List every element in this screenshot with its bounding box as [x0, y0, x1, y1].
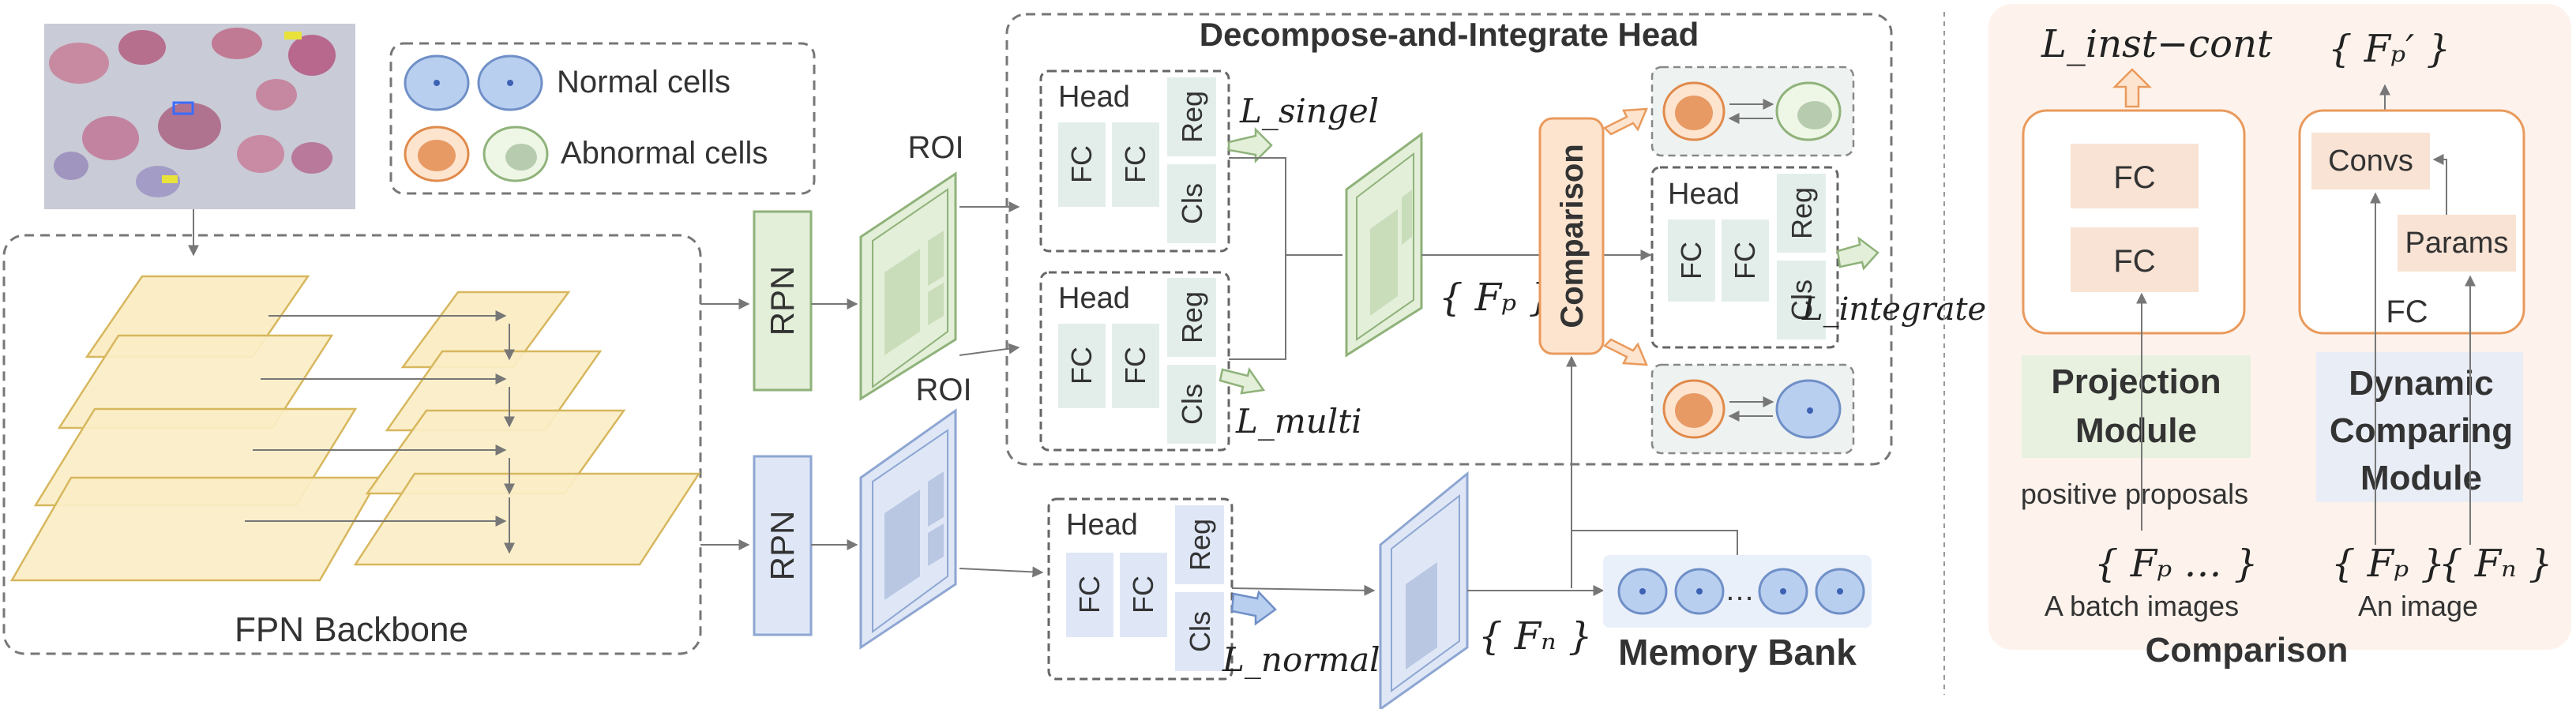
projection-module-line1: Projection [2051, 362, 2221, 401]
microscopy-image [44, 24, 355, 209]
head-integrate-fc2: FC [1729, 242, 1761, 279]
convs-label: Convs [2328, 144, 2413, 178]
head-single: Head FC FC Reg Cls [1039, 69, 1230, 253]
head-integrate-cls: Cls [1786, 279, 1818, 321]
head-integrate-title: Head [1668, 178, 1740, 211]
rpn-top: RPN [753, 210, 813, 392]
batch-caption: A batch images [2045, 590, 2239, 622]
dynamic-module-line3: Module [2360, 459, 2482, 497]
rpn-bottom: RPN [753, 455, 813, 636]
roi-bottom-feature [859, 408, 957, 650]
roi-bottom-label: ROI [915, 373, 971, 407]
dynamic-module-line1: Dynamic [2349, 364, 2493, 403]
dynamic-fc-label: FC [2386, 294, 2428, 329]
fpn-backbone: FPN Backbone [2, 234, 702, 655]
compare-arrow-up [1602, 107, 1648, 136]
head-integrate-fc1: FC [1675, 242, 1707, 279]
head-single-fc2: FC [1119, 145, 1151, 183]
fn-label: { Fₙ } [1478, 614, 1592, 658]
loss-multi: L_multi [1235, 402, 1362, 441]
head-single-fc1: FC [1065, 145, 1098, 183]
loss-integrate-arrow [1836, 236, 1879, 271]
fpn-backbone-label: FPN Backbone [235, 610, 468, 649]
loss-normal-arrow [1230, 590, 1277, 626]
loss-single-arrow [1227, 126, 1273, 164]
head-normal-reg: Reg [1184, 519, 1216, 571]
loss-multi-arrow [1219, 367, 1266, 395]
rpn-bottom-label: RPN [764, 511, 801, 581]
proj-fc1: FC [2113, 160, 2155, 195]
di-head-title: Decompose-and-Integrate Head [1200, 16, 1699, 53]
head-multi: Head FC FC Reg Cls [1039, 271, 1230, 452]
abnormal-cell-icon [404, 126, 549, 182]
compare-arrow-down [1602, 338, 1648, 366]
head-integrate-reg: Reg [1786, 187, 1818, 239]
positive-proposals: positive proposals [2021, 478, 2248, 510]
head-normal-cls: Cls [1184, 611, 1216, 652]
head-single-title: Head [1058, 81, 1130, 114]
abnormal-normal-pair [1650, 363, 1855, 455]
abnormal-pair [1650, 66, 1855, 157]
comparison-label: Comparison [1555, 144, 1590, 328]
dynamic-module-line2: Comparing [2330, 411, 2513, 450]
head-single-reg: Reg [1176, 91, 1208, 143]
memory-bank-ellipsis: … [1725, 574, 1755, 607]
roi-top-label: ROI [907, 130, 963, 165]
fn-single-label: { Fₙ } [2439, 542, 2552, 586]
loss-inst-cont: L_inst−cont [2041, 22, 2273, 66]
head-multi-title: Head [1058, 282, 1130, 315]
integrated-feature [1345, 132, 1423, 358]
fp-single-label: { Fₚ } [2331, 542, 2445, 586]
proj-fc2: FC [2113, 244, 2155, 279]
loss-integrate: L_integrate [1801, 291, 1986, 328]
fp-prime-label: { Fₚ′ } [2328, 27, 2450, 71]
head-single-cls: Cls [1176, 183, 1208, 224]
head-multi-fc2: FC [1119, 347, 1151, 385]
head-multi-cls: Cls [1176, 384, 1208, 425]
head-multi-reg: Reg [1176, 291, 1208, 343]
legend-box: Normal cells Abnormal cells [389, 42, 816, 195]
fp-label: { Fₚ } [1439, 276, 1553, 320]
legend-normal-label: Normal cells [557, 65, 730, 99]
memory-bank: … Memory Bank [1603, 555, 1872, 673]
loss-single: L_singel [1239, 92, 1379, 130]
head-normal-fc1: FC [1073, 576, 1106, 613]
memory-bank-label: Memory Bank [1618, 632, 1857, 673]
legend-abnormal-label: Abnormal cells [561, 136, 768, 171]
inst-cont-arrow [2112, 68, 2153, 108]
fp-batch-label: { Fₚ … } [2094, 542, 2258, 586]
head-normal-fc2: FC [1127, 576, 1159, 613]
head-normal-title: Head [1066, 508, 1138, 542]
comparison-panel: L_inst−cont { Fₚ′ } FC FC Projection Mod… [1988, 4, 2571, 670]
params-label: Params [2405, 227, 2509, 260]
head-integrate: Head FC FC Reg Cls [1650, 166, 1839, 349]
image-caption: An image [2358, 590, 2478, 622]
comparison-block: Comparison [1538, 117, 1605, 355]
normal-cell-icon [404, 54, 543, 111]
projection-module-line2: Module [2075, 411, 2197, 450]
decompose-integrate-head: Decompose-and-Integrate Head Head FC FC … [1005, 13, 1986, 466]
rpn-top-label: RPN [764, 266, 801, 336]
roi-top-feature [859, 171, 957, 401]
loss-normal: L_normal [1222, 640, 1380, 679]
normal-feature [1379, 471, 1469, 709]
comparison-panel-title: Comparison [2146, 631, 2349, 670]
head-normal: Head FC FC Reg Cls [1047, 497, 1234, 681]
head-multi-fc1: FC [1065, 347, 1098, 385]
